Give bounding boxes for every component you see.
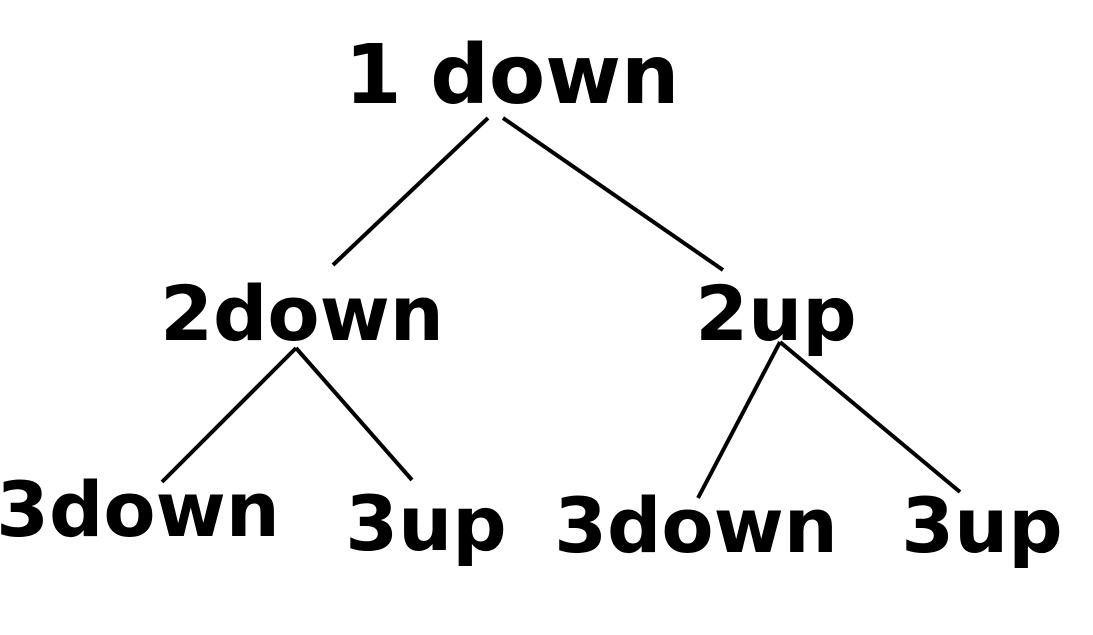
node-level1-1down: 1 down (344, 28, 680, 123)
node-level2-2down: 2down (160, 269, 444, 358)
node-level3-3up-right: 3up (901, 481, 1063, 570)
edge-2up-3up (778, 340, 962, 494)
node-level2-2up: 2up (695, 269, 857, 358)
node-level3-3down-right: 3down (554, 481, 838, 570)
edge-2down-3down (160, 346, 298, 484)
edge-2up-3down (696, 341, 782, 499)
node-level3-3up-left: 3up (345, 479, 507, 568)
edge-1down-2down (331, 116, 490, 267)
edge-2down-3up (294, 346, 414, 482)
edge-1down-2up (501, 116, 725, 272)
node-level3-3down-left: 3down (0, 465, 280, 554)
